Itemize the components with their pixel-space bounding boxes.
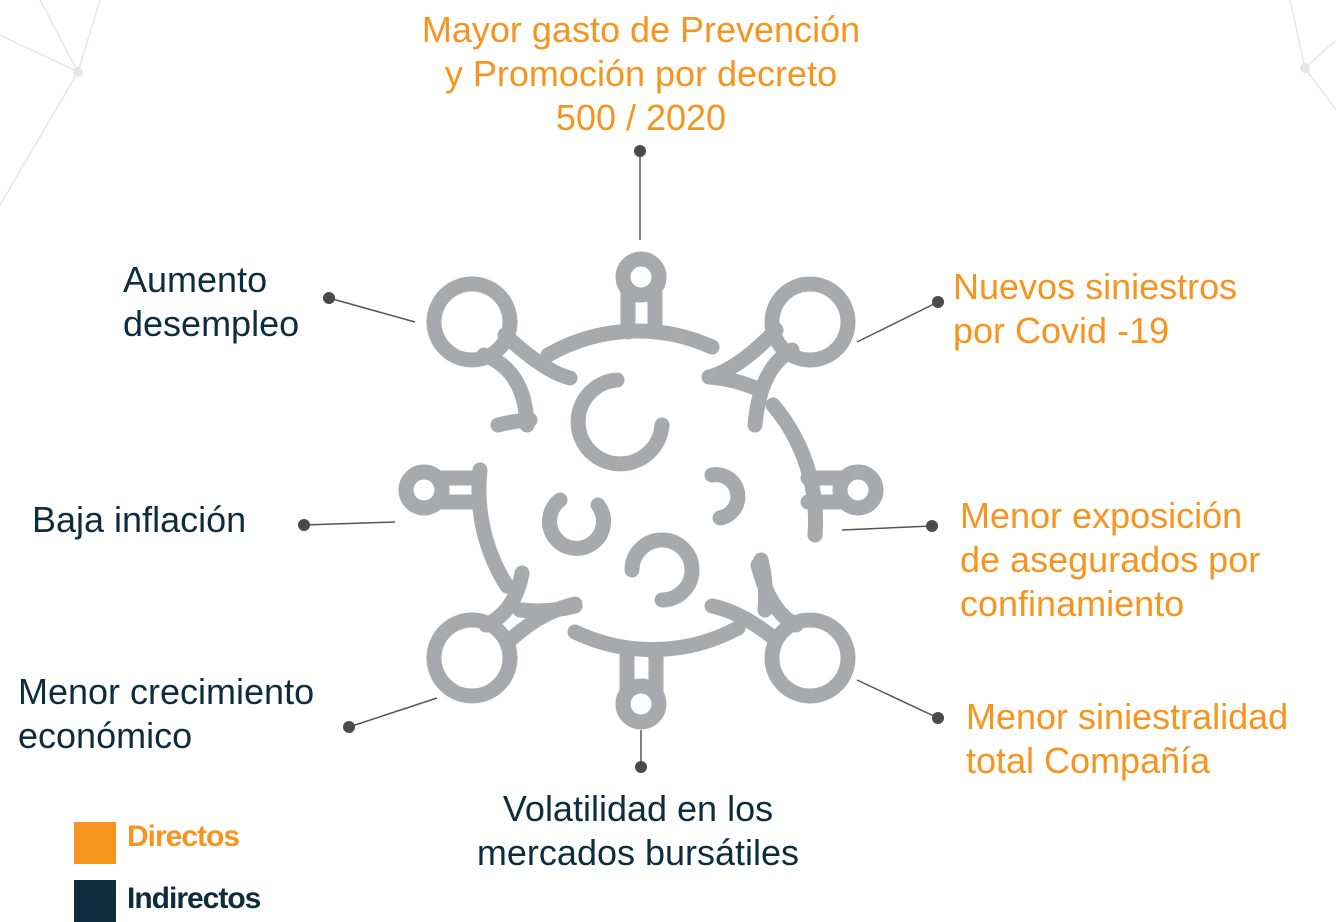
connector-left: [303, 521, 396, 526]
legend-indirectos-swatch: [74, 880, 116, 922]
label-lower-claims-ratio: Menor siniestralidad total Compañía: [966, 696, 1289, 781]
label-market-volatility: Volatilidad en los mercados bursátiles: [476, 788, 800, 873]
label-prevention-spending: Mayor gasto de Prevención y Promoción po…: [421, 9, 861, 138]
connector-bottom-left: [348, 697, 438, 728]
connectors: [303, 151, 939, 767]
label-unemployment: Aumento desempleo: [123, 259, 300, 344]
label-lower-growth: Menor crecimiento económico: [18, 671, 315, 756]
background-nodes: [73, 63, 1310, 77]
connector-top-right: [856, 301, 939, 343]
connector-right: [841, 525, 933, 531]
connector-bottom-right: [856, 679, 939, 719]
connector-top-left: [328, 297, 416, 323]
connector-dots: [298, 145, 944, 773]
label-low-inflation: Baja inflación: [32, 499, 247, 540]
label-new-covid-claims: Nuevos siniestros por Covid -19: [953, 266, 1238, 351]
legend-directos-swatch: [74, 822, 116, 864]
label-lower-exposure: Menor exposición de asegurados por confi…: [960, 495, 1261, 624]
legend-directos-label: Directos: [127, 820, 240, 853]
background-network: [0, 0, 1336, 206]
legend-indirectos-label: Indirectos: [127, 882, 261, 915]
virus-icon: [398, 251, 884, 730]
